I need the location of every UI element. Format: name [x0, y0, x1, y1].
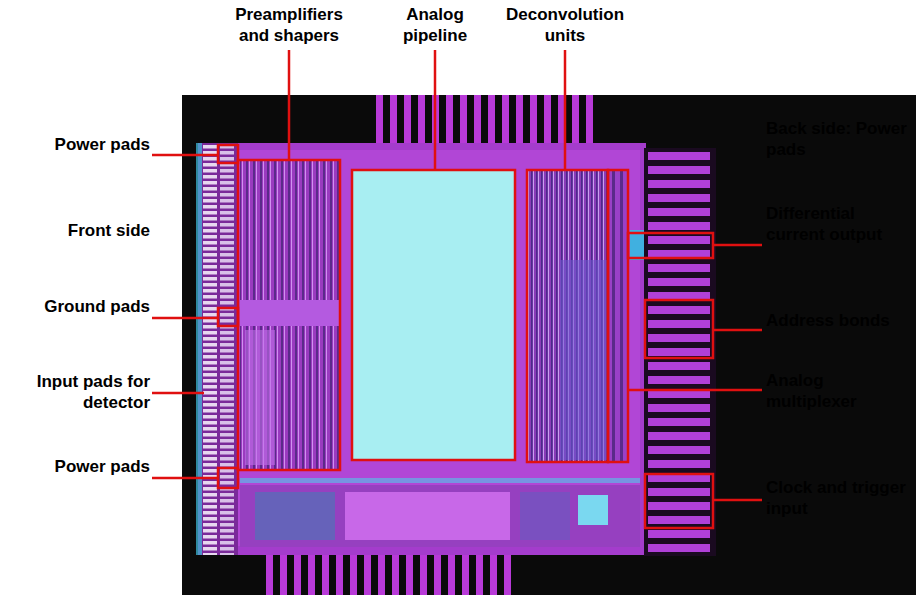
region-label: Power pads	[3, 134, 150, 155]
region-label: Input pads for detector	[3, 371, 150, 413]
region-label: Back side: Power pads	[766, 118, 913, 160]
region-label: Analog pipeline	[380, 4, 490, 46]
region-label: Ground pads	[3, 296, 150, 317]
region-label: Clock and trigger input	[766, 477, 913, 519]
region-label: Address bonds	[766, 310, 913, 331]
region-label: Preamplifiers and shapers	[219, 4, 359, 46]
region-label: Differential current output	[766, 203, 913, 245]
region-label: Front side	[3, 220, 150, 241]
region-label: Power pads	[3, 456, 150, 477]
region-label: Analog multiplexer	[766, 370, 913, 412]
region-label: Deconvolution units	[497, 4, 633, 46]
